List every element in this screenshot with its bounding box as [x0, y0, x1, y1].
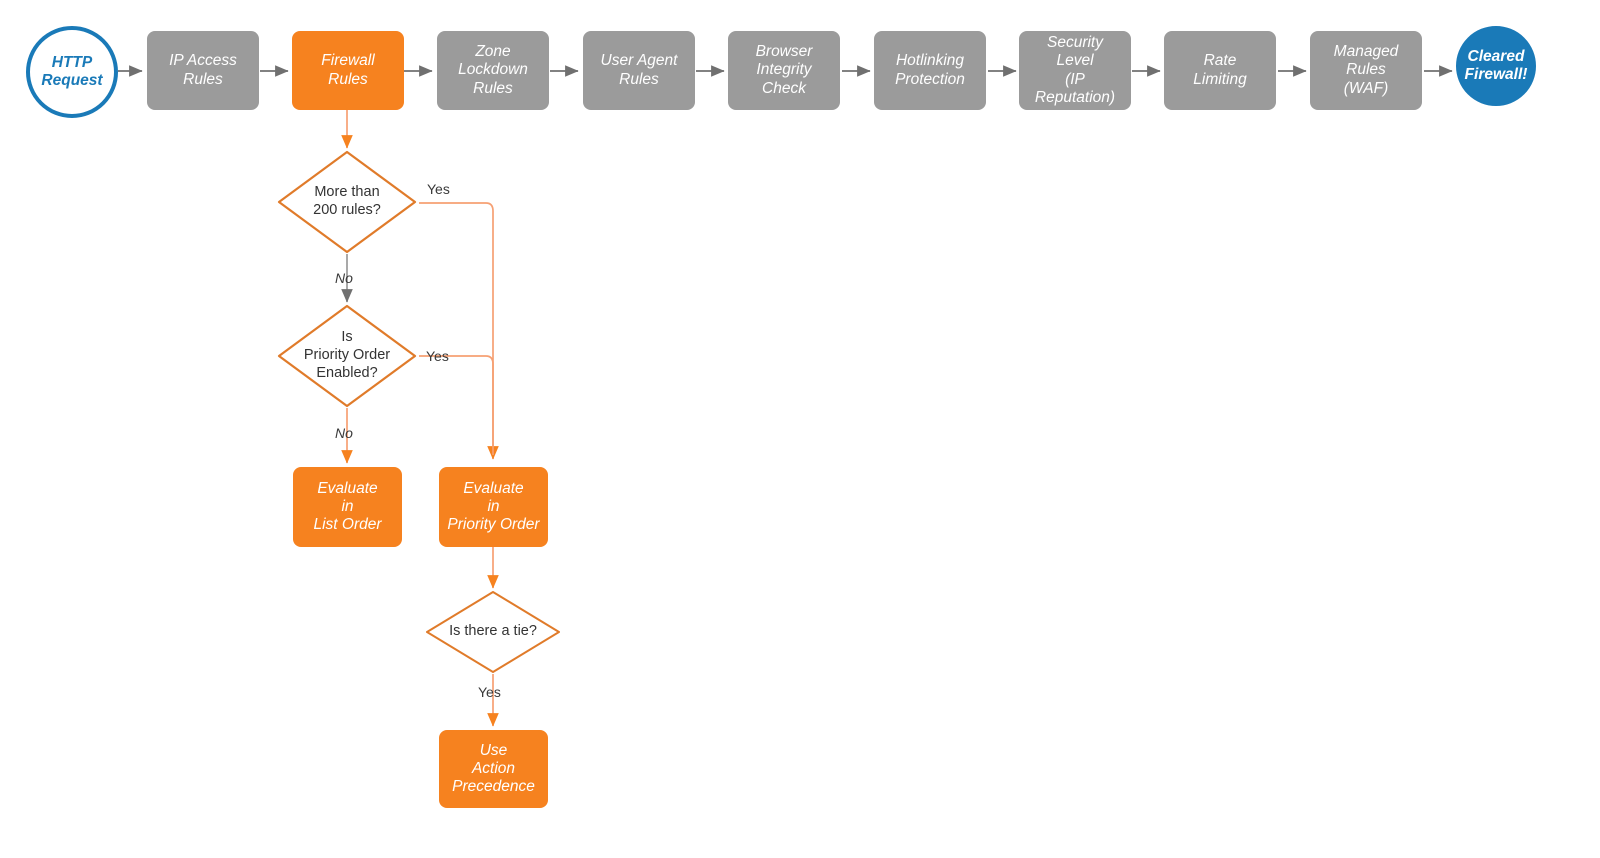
decision-label: Is Priority Order Enabled? — [303, 329, 391, 381]
node-browser-integrity-check[interactable]: Browser Integrity Check — [728, 31, 840, 110]
decision-is-there-a-tie[interactable]: Is there a tie? — [425, 590, 561, 674]
edge-label-priority-order-no: No — [335, 425, 353, 441]
decision-more-than-200-rules[interactable]: More than 200 rules? — [277, 150, 417, 254]
node-security-level[interactable]: Security Level (IP Reputation) — [1019, 31, 1131, 110]
node-managed-rules-waf[interactable]: Managed Rules (WAF) — [1310, 31, 1422, 110]
edge-label-priority-order-yes: Yes — [426, 348, 449, 364]
diamond-shape — [277, 150, 417, 254]
node-evaluate-in-priority-order[interactable]: Evaluate in Priority Order — [439, 467, 548, 547]
decision-label: Is there a tie? — [449, 623, 537, 640]
node-rate-limiting[interactable]: Rate Limiting — [1164, 31, 1276, 110]
diamond-shape — [426, 591, 560, 673]
node-use-action-precedence[interactable]: Use Action Precedence — [439, 730, 548, 808]
node-evaluate-in-list-order[interactable]: Evaluate in List Order — [293, 467, 402, 547]
decision-is-priority-order-enabled[interactable]: Is Priority Order Enabled? — [277, 304, 417, 408]
node-zone-lockdown-rules[interactable]: Zone Lockdown Rules — [437, 31, 549, 110]
edge-label-tie-yes: Yes — [478, 684, 501, 700]
node-firewall-rules[interactable]: Firewall Rules — [292, 31, 404, 110]
decision-label: More than 200 rules? — [313, 184, 381, 218]
diamond-shape — [277, 304, 417, 408]
edge-label-more-than-200-no: No — [335, 270, 353, 286]
edge-decision200-yes — [419, 202, 499, 460]
node-cleared-firewall[interactable]: Cleared Firewall! — [1456, 26, 1536, 106]
node-ip-access-rules[interactable]: IP Access Rules — [147, 31, 259, 110]
edge-label-more-than-200-yes: Yes — [427, 181, 450, 197]
edge-priorityorder-yes — [419, 355, 494, 455]
node-hotlinking-protection[interactable]: Hotlinking Protection — [874, 31, 986, 110]
node-http-request[interactable]: HTTP Request — [26, 26, 118, 118]
node-user-agent-rules[interactable]: User Agent Rules — [583, 31, 695, 110]
